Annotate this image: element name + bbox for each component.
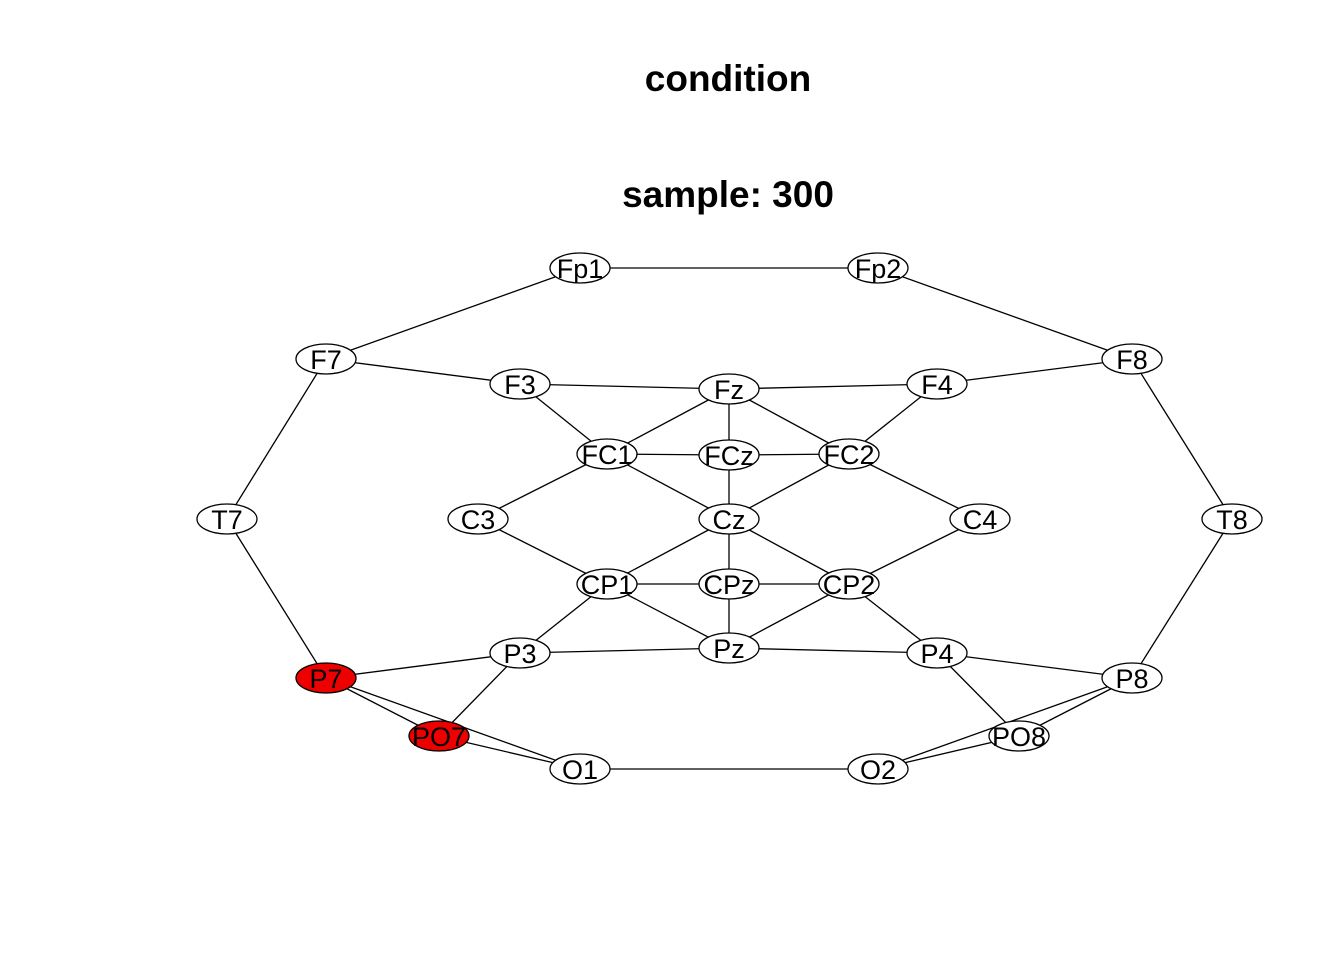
- node-t7-label: T7: [211, 505, 243, 535]
- node-p3: P3: [489, 637, 551, 669]
- node-o1: O1: [549, 753, 611, 785]
- node-fp1: Fp1: [549, 252, 611, 284]
- edge-fp2-f8: [877, 267, 1133, 360]
- node-f7-label: F7: [310, 345, 342, 375]
- node-cz: Cz: [698, 503, 760, 535]
- node-o1-shape: [549, 753, 611, 785]
- node-c3-shape: [447, 503, 509, 535]
- edge-fp1-f7: [325, 267, 581, 360]
- edge-p4-p8: [936, 652, 1133, 679]
- node-p7-shape: [295, 662, 357, 694]
- node-t7-shape: [196, 503, 258, 535]
- node-f4-shape: [906, 368, 968, 400]
- node-cp2-shape: [818, 568, 880, 600]
- node-f3-label: F3: [504, 370, 536, 400]
- node-o2: O2: [847, 753, 909, 785]
- node-f7: F7: [295, 343, 357, 375]
- node-po7: PO7: [408, 720, 470, 752]
- node-fc2: FC2: [818, 438, 880, 470]
- node-po8-shape: [988, 720, 1050, 752]
- node-o2-label: O2: [860, 755, 896, 785]
- node-c4-label: C4: [963, 505, 998, 535]
- node-cz-shape: [698, 503, 760, 535]
- node-f8-shape: [1101, 343, 1163, 375]
- node-po7-label: PO7: [412, 722, 466, 752]
- edge-p7-p3: [325, 652, 521, 679]
- node-fcz: FCz: [698, 439, 760, 471]
- node-cp1-label: CP1: [581, 570, 634, 600]
- node-cp2: CP2: [818, 568, 880, 600]
- node-o2-shape: [847, 753, 909, 785]
- node-p4-label: P4: [920, 639, 953, 669]
- edge-f8-t8: [1131, 358, 1233, 520]
- node-f7-shape: [295, 343, 357, 375]
- node-f4: F4: [906, 368, 968, 400]
- node-c4: C4: [949, 503, 1011, 535]
- node-fcz-shape: [698, 439, 760, 471]
- node-p8-label: P8: [1115, 664, 1148, 694]
- node-c3: C3: [447, 503, 509, 535]
- node-cpz-shape: [698, 568, 760, 600]
- edge-t8-p8: [1131, 518, 1233, 679]
- node-po8-label: PO8: [992, 722, 1046, 752]
- node-f4-label: F4: [921, 370, 953, 400]
- edge-f7-t7: [226, 358, 327, 520]
- node-p4: P4: [906, 637, 968, 669]
- node-p3-label: P3: [503, 639, 536, 669]
- node-fc1-label: FC1: [581, 440, 632, 470]
- node-fp1-label: Fp1: [557, 254, 604, 284]
- node-pz-shape: [698, 632, 760, 664]
- edge-f3-fz: [519, 383, 730, 390]
- edge-t7-p7: [226, 518, 327, 679]
- node-po8: PO8: [988, 720, 1050, 752]
- node-cpz: CPz: [698, 568, 760, 600]
- node-p7: P7: [295, 662, 357, 694]
- node-fc1-shape: [576, 438, 638, 470]
- edge-pz-p4: [728, 647, 938, 654]
- node-t8-label: T8: [1216, 505, 1248, 535]
- edge-f8-f4: [936, 358, 1133, 385]
- node-fc2-label: FC2: [823, 440, 874, 470]
- node-t8: T8: [1201, 503, 1263, 535]
- edge-f7-f3: [325, 358, 521, 385]
- node-pz-label: Pz: [713, 634, 745, 664]
- node-t8-shape: [1201, 503, 1263, 535]
- plot-subtitle: sample: 300: [622, 174, 834, 215]
- node-cz-label: Cz: [713, 505, 746, 535]
- node-fz-shape: [698, 373, 760, 405]
- node-fz-label: Fz: [714, 375, 744, 405]
- edge-p3-pz: [519, 647, 730, 654]
- node-c4-shape: [949, 503, 1011, 535]
- node-fcz-label: FCz: [704, 441, 754, 471]
- node-fz: Fz: [698, 373, 760, 405]
- node-fp2-shape: [847, 252, 909, 284]
- node-fp2-label: Fp2: [855, 254, 902, 284]
- node-p4-shape: [906, 637, 968, 669]
- node-po7-shape: [408, 720, 470, 752]
- node-cp2-label: CP2: [823, 570, 876, 600]
- node-c3-label: C3: [461, 505, 496, 535]
- node-cp1: CP1: [576, 568, 638, 600]
- plot-title: condition: [644, 58, 812, 99]
- node-f8: F8: [1101, 343, 1163, 375]
- node-fc2-shape: [818, 438, 880, 470]
- node-pz: Pz: [698, 632, 760, 664]
- node-t7: T7: [196, 503, 258, 535]
- edge-fz-f4: [728, 383, 938, 390]
- node-fp1-shape: [549, 252, 611, 284]
- node-p8: P8: [1101, 662, 1163, 694]
- node-f3-shape: [489, 368, 551, 400]
- node-f8-label: F8: [1116, 345, 1148, 375]
- node-p3-shape: [489, 637, 551, 669]
- node-f3: F3: [489, 368, 551, 400]
- node-cp1-shape: [576, 568, 638, 600]
- node-o1-label: O1: [562, 755, 598, 785]
- node-p8-shape: [1101, 662, 1163, 694]
- node-cpz-label: CPz: [703, 570, 754, 600]
- node-p7-label: P7: [309, 664, 342, 694]
- node-fp2: Fp2: [847, 252, 909, 284]
- node-fc1: FC1: [576, 438, 638, 470]
